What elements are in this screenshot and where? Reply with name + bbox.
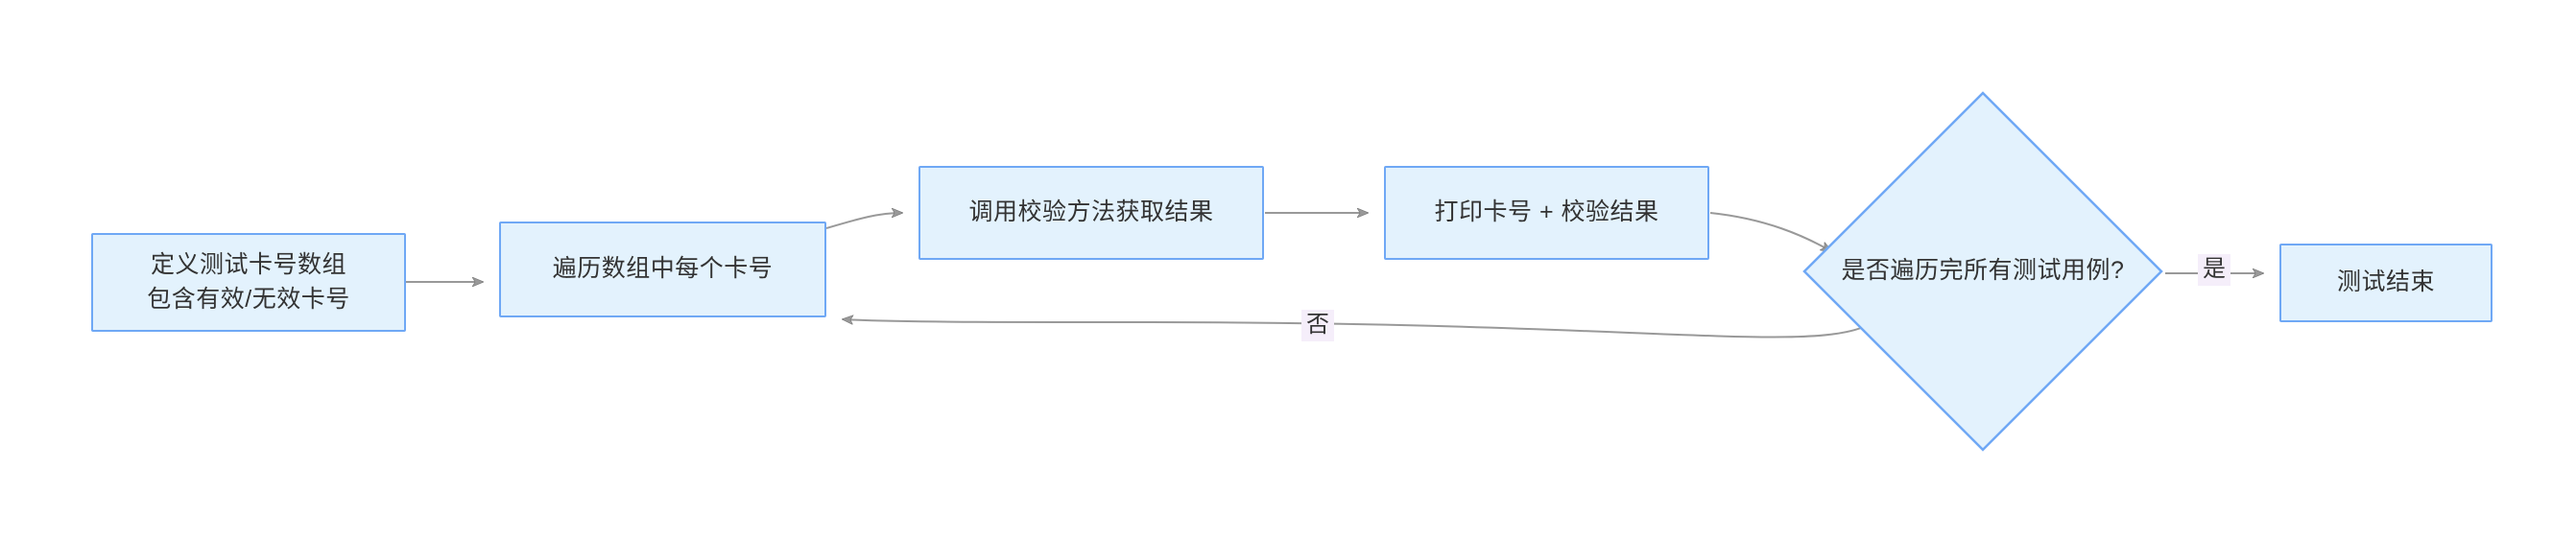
diamond-shape [1802,91,2163,452]
node-print-card-and-result[interactable]: 打印卡号 + 校验结果 [1384,166,1709,260]
node-label: 打印卡号 + 校验结果 [1434,198,1659,226]
node-label: 测试结束 [2336,268,2435,296]
edge-label-yes: 是 [2198,254,2230,286]
node-decision-all-cases-done[interactable]: 是否遍历完所有测试用例? [1802,91,2163,452]
node-define-card-array[interactable]: 定义测试卡号数组 包含有效/无效卡号 [91,233,406,332]
node-iterate-each-card[interactable]: 遍历数组中每个卡号 [499,222,826,317]
node-test-finished[interactable]: 测试结束 [2279,244,2493,322]
diamond-text-wrap: 是否遍历完所有测试用例? [1802,91,2163,452]
edge-decision-to-iterate [843,319,1867,339]
edge-label-no: 否 [1301,310,1334,341]
edge-iterate-to-validate [825,213,902,229]
node-label: 是否遍历完所有测试用例? [1841,257,2125,285]
node-label: 调用校验方法获取结果 [968,198,1214,226]
node-call-validation-method[interactable]: 调用校验方法获取结果 [918,166,1264,260]
node-label: 定义测试卡号数组 包含有效/无效卡号 [147,251,350,313]
node-label: 遍历数组中每个卡号 [552,255,774,283]
